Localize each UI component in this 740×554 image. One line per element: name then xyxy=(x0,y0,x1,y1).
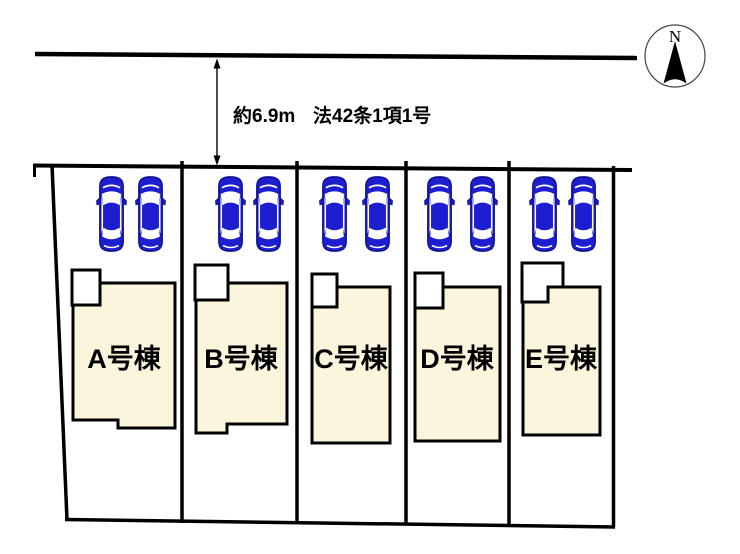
building-b-label: B号棟 xyxy=(204,344,278,374)
car-icon xyxy=(134,176,167,252)
car-icon xyxy=(361,176,394,252)
road-law-label: 法42条1項1号 xyxy=(313,104,431,127)
building-d: D号棟 xyxy=(413,271,502,443)
compass-needle-icon xyxy=(663,41,687,84)
building-a-outline xyxy=(71,281,177,430)
building-d-label: D号棟 xyxy=(420,344,494,374)
parcel-left-boundary xyxy=(50,164,69,521)
building-b-outline xyxy=(194,281,289,435)
car-icon xyxy=(423,176,456,252)
dimension-arrow xyxy=(213,58,221,166)
parcel-top-boundary xyxy=(32,163,633,172)
building-b: B号棟 xyxy=(193,263,289,435)
car-icon xyxy=(252,176,285,252)
building-d-annex xyxy=(413,271,445,310)
car-icon xyxy=(567,176,600,252)
car-icon xyxy=(466,176,499,252)
car-icon xyxy=(95,176,128,252)
building-e-label: E号棟 xyxy=(525,344,598,374)
building-a-annex xyxy=(70,268,102,307)
building-e: E号棟 xyxy=(520,261,602,437)
north-arrow: N xyxy=(644,24,706,88)
car-icon xyxy=(318,176,351,252)
parcel-bottom-boundary xyxy=(64,517,616,529)
building-e-outline xyxy=(521,285,602,437)
building-b-annex xyxy=(193,263,230,302)
building-c-label: C号棟 xyxy=(314,344,388,374)
road-line xyxy=(34,51,638,61)
north-label: N xyxy=(669,27,681,46)
building-c-outline xyxy=(310,285,392,445)
building-c-annex xyxy=(310,272,339,309)
car-icon xyxy=(214,176,247,252)
building-d-outline xyxy=(413,285,502,443)
building-a: A号棟 xyxy=(70,268,177,430)
car-icon xyxy=(528,176,561,252)
building-c: C号棟 xyxy=(310,272,392,445)
building-a-label: A号棟 xyxy=(87,344,161,374)
parked-cars xyxy=(95,176,600,252)
road-width-label: 約6.9m xyxy=(233,104,295,127)
